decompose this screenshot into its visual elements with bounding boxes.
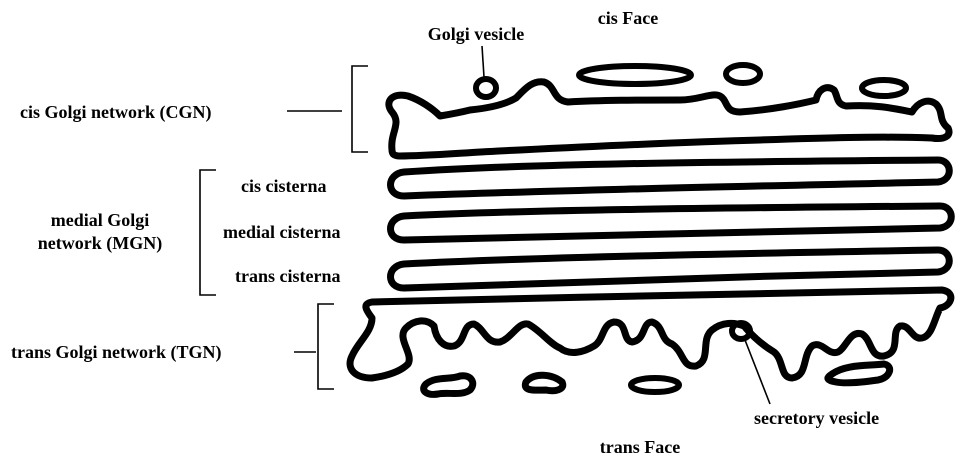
trans-cisterna-membrane [391, 250, 950, 288]
tgn-vesicle-4 [828, 364, 890, 383]
medial-cisterna-label: medial cisterna [223, 222, 340, 242]
cgn-bracket [352, 66, 368, 152]
tgn-group: trans Golgi network (TGN) secretory vesi… [11, 290, 951, 428]
trans-cisterna-label: trans cisterna [235, 266, 340, 286]
tgn-bracket [318, 304, 334, 389]
tgn-vesicle-1 [424, 376, 473, 395]
cgn-vesicle-medium [726, 65, 760, 83]
cgn-group: cis Golgi network (CGN) [20, 65, 949, 156]
cis-face-label: cis Face [598, 8, 658, 28]
cgn-label: cis Golgi network (CGN) [20, 102, 211, 123]
tgn-label: trans Golgi network (TGN) [11, 342, 222, 363]
tgn-vesicle-2 [525, 375, 562, 390]
secretory-vesicle [732, 323, 750, 339]
golgi-vesicle-leader [482, 46, 484, 77]
secretory-vesicle-label: secretory vesicle [754, 408, 879, 428]
mgn-group: medial Golgi network (MGN) cis cisterna … [38, 160, 952, 295]
golgi-vesicle [476, 79, 496, 97]
cgn-vesicle-large [579, 66, 691, 84]
mgn-bracket [200, 170, 216, 295]
medial-cisterna-membrane [391, 206, 952, 240]
mgn-label-line1: medial Golgi [51, 210, 150, 230]
cgn-vesicle-small [862, 80, 906, 96]
cis-cisterna-label: cis cisterna [241, 176, 326, 196]
cis-cisterna-membrane [391, 160, 950, 196]
trans-face-label: trans Face [600, 437, 680, 457]
mgn-label-line2: network (MGN) [38, 233, 162, 254]
golgi-vesicle-label: Golgi vesicle [428, 24, 524, 44]
tgn-vesicle-3 [631, 378, 679, 392]
